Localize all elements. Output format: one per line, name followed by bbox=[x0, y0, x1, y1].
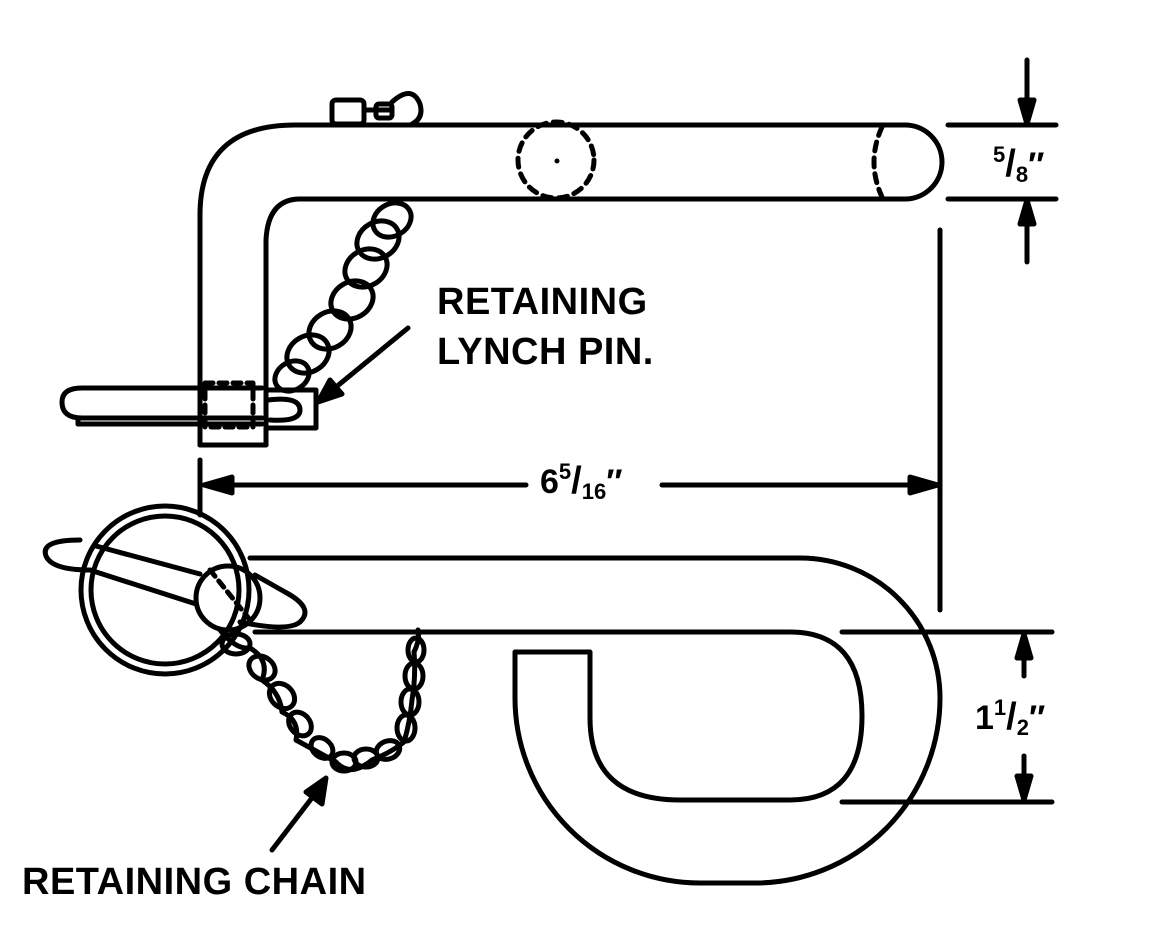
hitch-pin-body bbox=[59, 91, 945, 448]
dimension-length bbox=[197, 227, 943, 613]
bend-gap-inch-mark: ″ bbox=[1028, 699, 1046, 737]
length-slash: / bbox=[571, 460, 582, 502]
lynch-pin-leader-arrow bbox=[315, 325, 411, 405]
chain-label: RETAINING CHAIN bbox=[22, 861, 367, 903]
length-whole: 6 bbox=[540, 463, 559, 501]
bend-gap-whole: 1 bbox=[975, 699, 994, 737]
upper-chain bbox=[272, 200, 414, 394]
lynch-pin-label-line2: LYNCH PIN. bbox=[437, 331, 654, 373]
length-denominator: 16 bbox=[581, 479, 607, 504]
top-gap-numerator: 5 bbox=[993, 142, 1006, 167]
top-gap-inch-mark: ″ bbox=[1028, 146, 1045, 184]
dimension-length-label: 65/16″ bbox=[540, 459, 623, 503]
lynch-pin-label-line1: RETAINING bbox=[437, 281, 648, 323]
top-gap-slash: / bbox=[1005, 143, 1016, 185]
lower-lynch-pin bbox=[42, 503, 308, 677]
dimension-bend-gap bbox=[839, 629, 1055, 805]
dimension-top-gap-label: 5/8″ bbox=[993, 142, 1045, 186]
chain-leader-arrow bbox=[269, 775, 329, 853]
length-numerator: 5 bbox=[558, 459, 572, 484]
lower-chain bbox=[217, 627, 427, 774]
bend-gap-denominator: 2 bbox=[1016, 715, 1029, 740]
dimension-bend-gap-label: 11/2″ bbox=[975, 695, 1046, 739]
length-inch-mark: ″ bbox=[606, 463, 623, 501]
bend-gap-slash: / bbox=[1006, 696, 1017, 738]
bend-gap-numerator: 1 bbox=[993, 695, 1007, 720]
s-pin-body bbox=[247, 555, 943, 886]
top-gap-denominator: 8 bbox=[1015, 162, 1029, 187]
dimension-top-gap bbox=[945, 57, 1059, 265]
